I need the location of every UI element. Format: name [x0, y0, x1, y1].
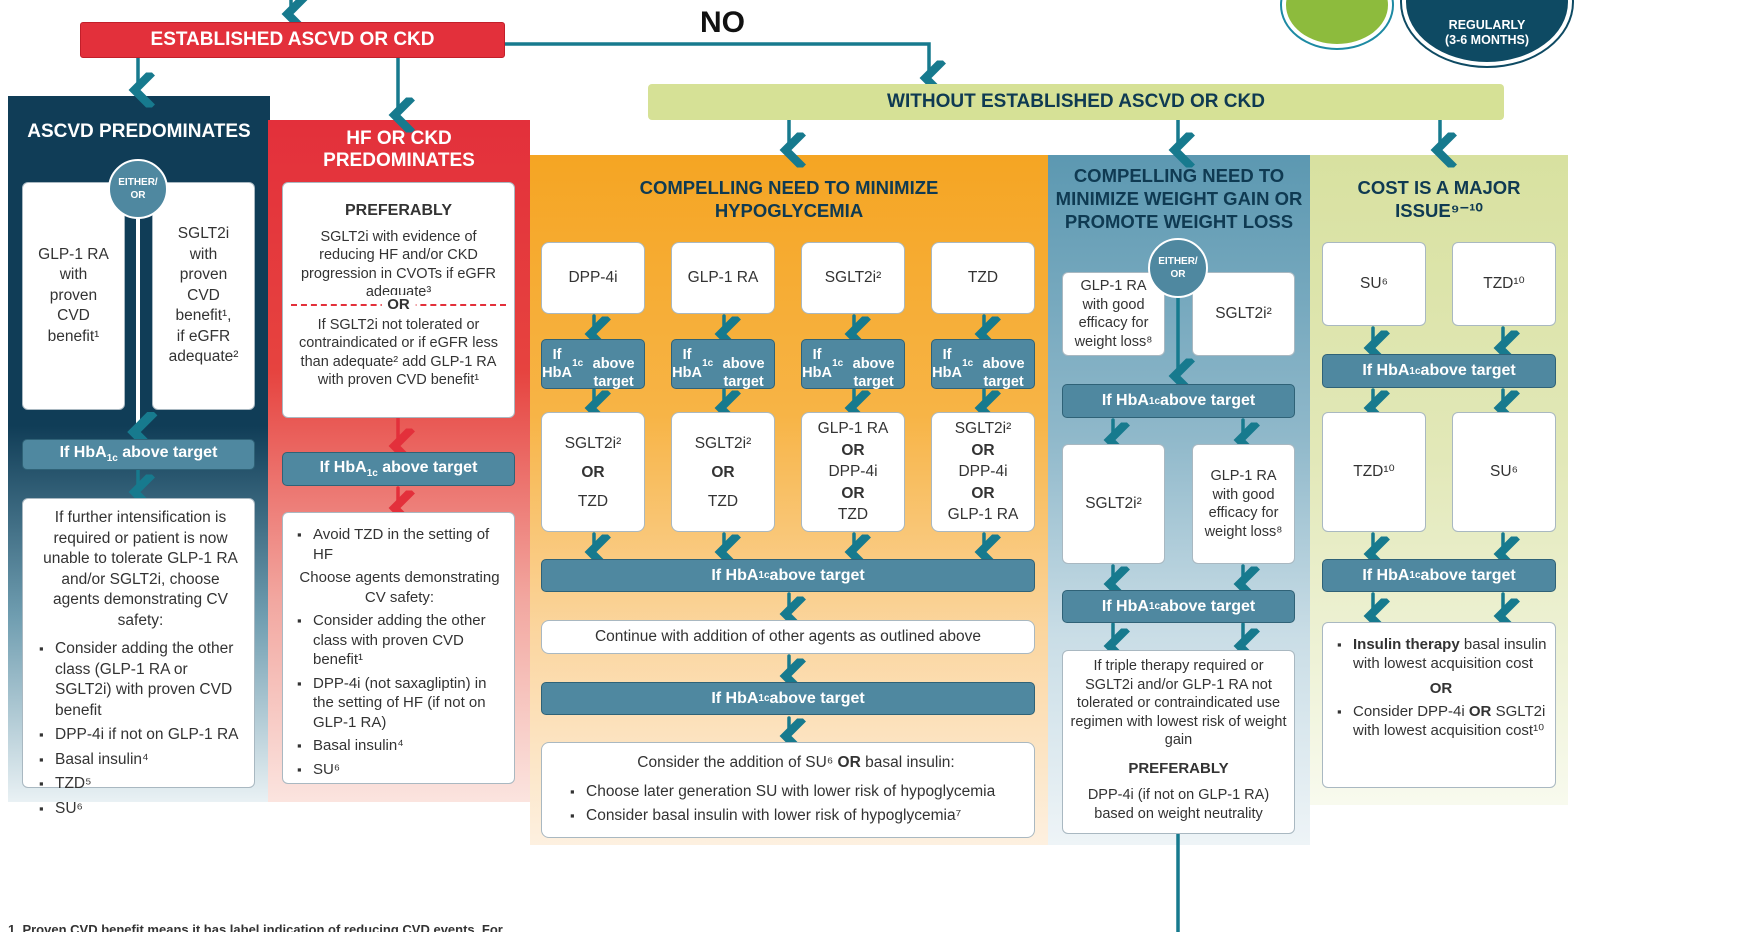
list-item: Choose later generation SU with lower ri… — [568, 782, 1024, 803]
hf-or-divider: OR — [291, 294, 506, 316]
no-label: NO — [700, 6, 745, 39]
ascvd-sglt2-box: SGLT2i with proven CVD benefit¹, if eGFR… — [152, 182, 255, 410]
weight-final-box: If triple therapy required or SGLT2i and… — [1062, 650, 1295, 834]
without-ascvd-ckd-banner: WITHOUT ESTABLISHED ASCVD OR CKD — [648, 84, 1504, 120]
hf-hba1c-bar: If HbA1c above target — [282, 452, 515, 486]
list-item: SU⁶ — [295, 760, 504, 780]
hypo-second-line-4: SGLT2i² OR DPP-4i OR GLP-1 RA — [931, 412, 1035, 532]
weight-title: COMPELLING NEED TO MINIMIZE WEIGHT GAIN … — [1055, 165, 1303, 232]
hypo-second-line-1: SGLT2i² OR TZD — [541, 412, 645, 532]
hypo-drug-dpp4i: DPP-4i — [541, 242, 645, 314]
cost-or-label: OR — [1429, 680, 1453, 697]
ascvd-intensify-box: If further intensification is required o… — [22, 498, 255, 819]
hypo-continue-box: Continue with addition of other agents a… — [541, 620, 1035, 654]
list-item: Consider basal insulin with lower risk o… — [568, 806, 1024, 827]
weight-sglt2i-box: SGLT2i² — [1192, 272, 1295, 356]
weight-final-text: If triple therapy required or SGLT2i and… — [1070, 658, 1287, 748]
weight-preferred-text: DPP-4i (if not on GLP-1 RA) based on wei… — [1087, 787, 1270, 822]
hypo-drug-sglt2i: SGLT2i² — [801, 242, 905, 314]
hf-preferred-text: SGLT2i with evidence of reducing HF and/… — [300, 228, 496, 301]
ascvd-hba1c-bar: If HbA1c above target — [22, 439, 255, 470]
footnote: 1. Proven CVD benefit means it has label… — [8, 922, 503, 932]
list-item: SU⁶ — [37, 799, 244, 820]
ascvd-intensify-text: If further intensification is required o… — [43, 509, 238, 629]
hf-options-list: Consider adding the other class with pro… — [295, 611, 504, 779]
cost-final-box: Insulin therapy basal insulin with lowes… — [1322, 622, 1556, 788]
cost-insulin-item: Insulin therapy basal insulin with lowes… — [1335, 635, 1547, 673]
hf-alternative-text: If SGLT2i not tolerated or contraindicat… — [298, 316, 499, 389]
hf-options-box: Avoid TZD in the setting of HF Choose ag… — [282, 512, 515, 784]
weight-preferably-heading: PREFERABLY — [1128, 759, 1229, 777]
hypo-second-line-3: GLP-1 RA OR DPP-4i OR TZD — [801, 412, 905, 532]
list-item: DPP-4i (not saxagliptin) in the setting … — [295, 674, 504, 733]
hf-choose-text: Choose agents demonstrating CV safety: — [299, 569, 500, 606]
list-item: DPP-4i if not on GLP-1 RA — [37, 725, 244, 746]
cost-first-tzd: TZD¹⁰ — [1452, 242, 1556, 326]
ascvd-title: ASCVD PREDOMINATES — [27, 121, 251, 142]
ascvd-either-or-badge: EITHER/ OR — [108, 159, 168, 219]
hypo-consider-list: Choose later generation SU with lower ri… — [568, 782, 1024, 827]
list-item: Basal insulin⁴ — [37, 750, 244, 771]
hypo-consider-box: Consider the addition of SU⁶ OR basal in… — [541, 742, 1035, 838]
weight-second-sglt2i: SGLT2i² — [1062, 444, 1165, 564]
ascvd-glp1-box: GLP-1 RA with proven CVD benefit¹ — [22, 182, 125, 410]
hf-preferably-heading: PREFERABLY — [345, 202, 452, 219]
hf-title: HF OR CKD PREDOMINATES — [323, 128, 475, 171]
list-item: TZD⁵ — [37, 774, 244, 795]
list-item: Consider adding the other class with pro… — [295, 611, 504, 670]
established-ascvd-ckd-banner: ESTABLISHED ASCVD OR CKD — [80, 22, 505, 58]
cost-second-su: SU⁶ — [1452, 412, 1556, 532]
weight-second-glp1: GLP-1 RA with good efficacy for weight l… — [1192, 444, 1295, 564]
cost-first-su: SU⁶ — [1322, 242, 1426, 326]
hypo-drug-glp1: GLP-1 RA — [671, 242, 775, 314]
cost-consider-item: Consider DPP-4i OR SGLT2i with lowest ac… — [1335, 702, 1547, 740]
list-item: Basal insulin⁴ — [295, 736, 504, 756]
hypo-second-line-2: SGLT2i² OR TZD — [671, 412, 775, 532]
hypo-consider-text: Consider the addition of SU⁶ OR basal in… — [637, 754, 955, 771]
hypo-title: COMPELLING NEED TO MINIMIZE HYPOGLYCEMIA — [639, 177, 939, 221]
hf-preferably-box: PREFERABLY SGLT2i with evidence of reduc… — [282, 182, 515, 418]
weight-glp1-box: GLP-1 RA with good efficacy for weight l… — [1062, 272, 1165, 356]
hf-avoid-tzd: Avoid TZD in the setting of HF — [295, 525, 504, 564]
ascvd-options-list: Consider adding the other class (GLP-1 R… — [37, 639, 244, 819]
cost-title: COST IS A MAJOR ISSUE⁹⁻¹⁰ — [1357, 177, 1521, 221]
cost-second-tzd: TZD¹⁰ — [1322, 412, 1426, 532]
hypo-drug-tzd: TZD — [931, 242, 1035, 314]
list-item: Consider adding the other class (GLP-1 R… — [37, 639, 244, 721]
weight-either-or-badge: EITHER/ OR — [1148, 238, 1208, 298]
